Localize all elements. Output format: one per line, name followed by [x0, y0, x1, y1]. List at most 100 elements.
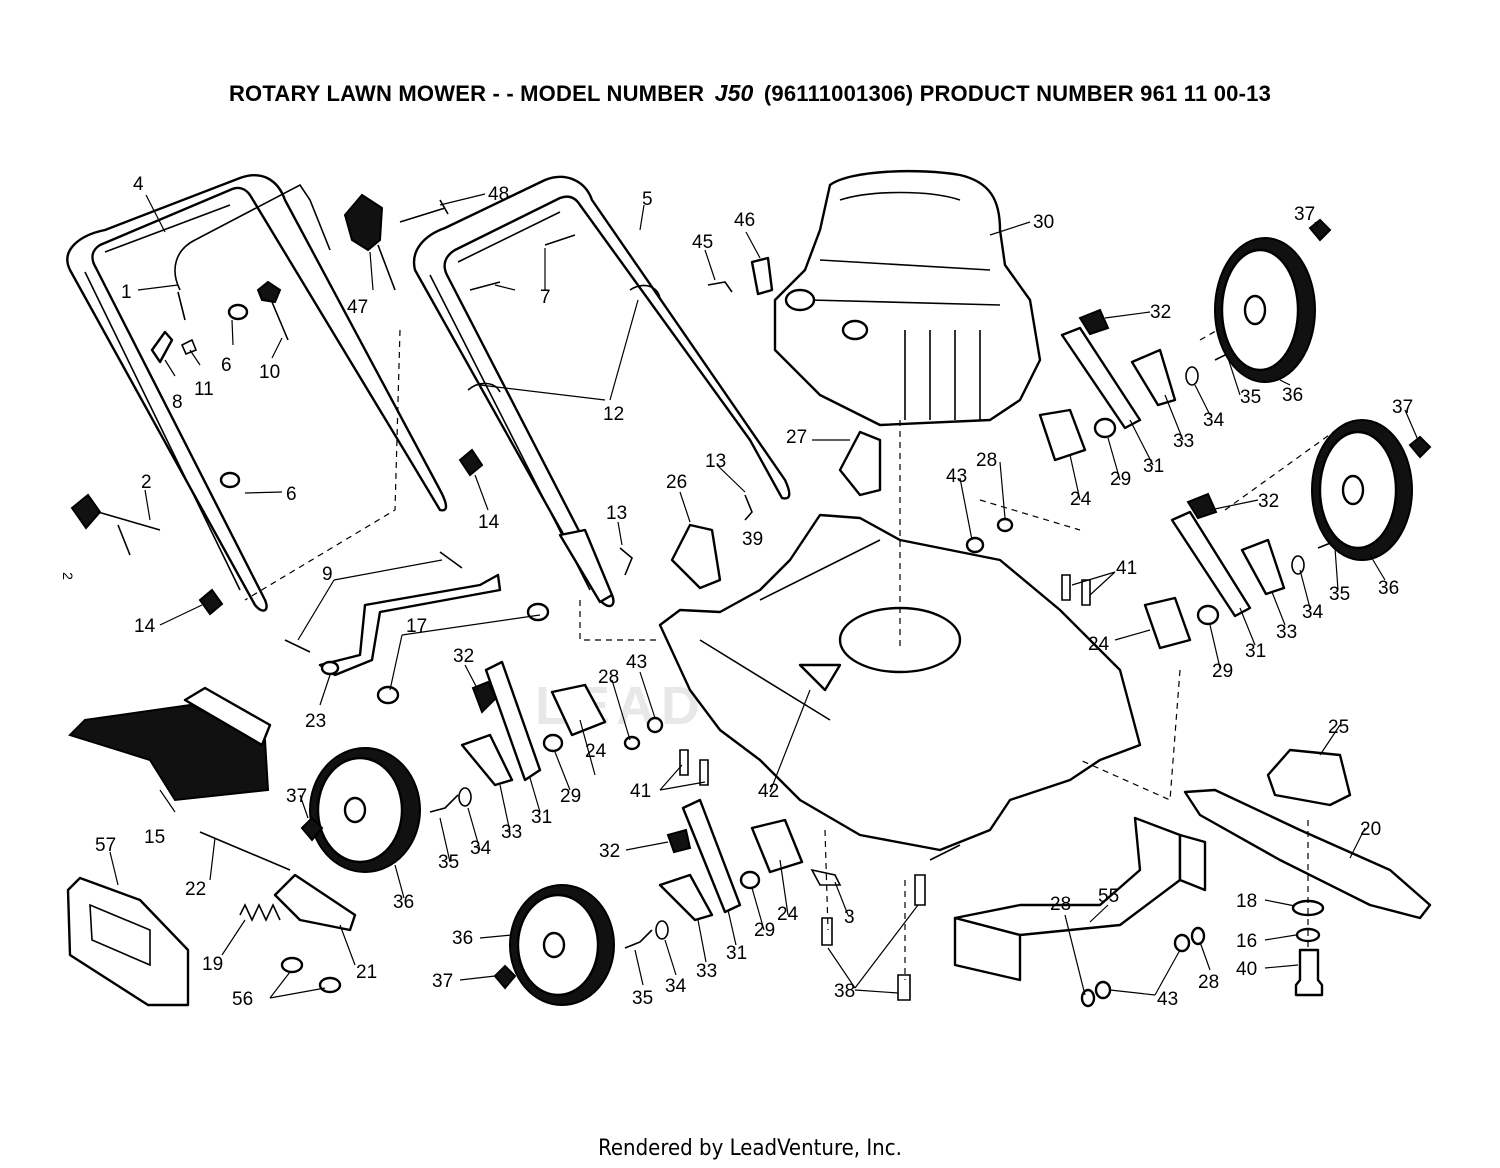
page-mark: 2 [59, 572, 76, 580]
nut-43-d-part [965, 536, 985, 554]
bolt-45-part [707, 281, 733, 293]
wheel-cap-32-d-part [1186, 492, 1218, 520]
cable-part [271, 301, 289, 341]
washer-28-a-part [623, 735, 641, 751]
nut-37-a-part [300, 816, 324, 842]
callout-37-a: 37 [1294, 204, 1315, 225]
callout-8: 8 [172, 392, 183, 413]
nut-43-a-part [646, 716, 664, 734]
height-lever-31-b-part [681, 798, 742, 914]
callout-22: 22 [185, 879, 206, 900]
callout-36-d: 36 [452, 928, 473, 949]
callout-32-a: 32 [1150, 302, 1171, 323]
spring-19-part [239, 903, 281, 922]
callout-30: 30 [1033, 212, 1054, 233]
callout-40: 40 [1236, 959, 1257, 980]
blade-adapter-25-part [1266, 748, 1352, 807]
callout-32-b: 32 [1258, 491, 1279, 512]
assembly-guide-line [244, 299, 1351, 980]
callout-36-b: 36 [1378, 578, 1399, 599]
lower-handle-part [66, 174, 448, 612]
callout-20: 20 [1360, 819, 1381, 840]
callout-34-d: 34 [665, 976, 687, 997]
engine-part [773, 169, 1042, 427]
nut-37-d-part [1408, 435, 1432, 459]
nut-17-upper-part [526, 602, 550, 622]
bolt-38-b-part [914, 874, 926, 906]
callout-17: 17 [406, 616, 427, 637]
callout-13-a: 13 [705, 451, 726, 472]
diagram-title: ROTARY LAWN MOWER - - MODEL NUMBER J50 (… [0, 80, 1500, 107]
cable-clip-part [256, 280, 282, 304]
callout-19: 19 [202, 954, 223, 975]
callout-34-a: 34 [1203, 410, 1225, 431]
footer-credit: Rendered by LeadVenture, Inc. [598, 1136, 902, 1161]
nut-6-upper-part [227, 303, 249, 321]
nut-43-b-part [1094, 980, 1112, 1000]
bolt-48-part [399, 199, 449, 223]
washer-23-part [320, 660, 340, 676]
nut-43-c-part [1173, 933, 1191, 953]
bolt-35-a-part [429, 794, 459, 813]
callout-21: 21 [356, 962, 377, 983]
callout-27: 27 [786, 427, 807, 448]
callout-31-c: 31 [531, 807, 552, 828]
callout-28-d: 28 [1198, 972, 1219, 993]
rear-axle-rod-part [318, 573, 502, 677]
callout-6-b: 6 [286, 484, 297, 505]
callout-26: 26 [666, 472, 687, 493]
callout-36-c: 36 [393, 892, 414, 913]
bolt-41-a-part [679, 749, 709, 786]
washer-34-b-part [655, 920, 669, 940]
callout-41-b: 41 [630, 781, 651, 802]
callout-4: 4 [133, 174, 144, 195]
washer-29-c-part [1093, 417, 1117, 439]
bracket-46-part [750, 256, 774, 296]
handle-knob-14-right-part [458, 448, 484, 477]
callout-37-d: 37 [432, 971, 453, 992]
callout-28-a: 28 [976, 450, 997, 471]
callout-47: 47 [347, 297, 368, 318]
callout-42: 42 [758, 781, 779, 802]
callout-35-b: 35 [1329, 584, 1350, 605]
callout-23: 23 [305, 711, 326, 732]
callout-31-a: 31 [1143, 456, 1164, 477]
model-number: J50 [714, 80, 754, 106]
callout-24-b: 24 [1088, 634, 1110, 655]
handle-knob-2-part [70, 493, 102, 530]
adjuster-plate-24-a-part [550, 683, 607, 737]
callout-37-b: 37 [1392, 397, 1413, 418]
callout-48: 48 [488, 184, 509, 205]
callout-24-a: 24 [1070, 489, 1092, 510]
callout-31-b: 31 [1245, 641, 1266, 662]
callout-31-d: 31 [726, 943, 747, 964]
leader-lines [109, 193, 1419, 999]
callout-32-c: 32 [453, 646, 474, 667]
washer-28-d-part [996, 517, 1014, 533]
callout-14-a: 14 [478, 512, 500, 533]
bolt-35-b-part [624, 929, 653, 949]
callout-46: 46 [734, 210, 755, 231]
callout-33-b: 33 [1276, 622, 1297, 643]
washer-28-c-part [1190, 926, 1206, 946]
bolt-9-part [284, 551, 463, 653]
washer-34-c-part [1185, 366, 1199, 386]
callout-35-a: 35 [1240, 387, 1261, 408]
callout-15: 15 [144, 827, 165, 848]
callout-18: 18 [1236, 891, 1257, 912]
callout-33-c: 33 [501, 822, 522, 843]
bolt-41-b-part [1061, 574, 1091, 606]
bracket-27-part [838, 430, 882, 497]
bracket-26-part [670, 523, 722, 590]
callout-38: 38 [834, 981, 855, 1002]
callout-5: 5 [642, 189, 653, 210]
callout-41-a: 41 [1116, 558, 1137, 579]
callout-24-d: 24 [777, 904, 799, 925]
callout-28-c: 28 [1050, 894, 1071, 915]
washer-29-d-part [1196, 604, 1220, 626]
nut-56-lower-part [318, 976, 342, 994]
washer-29-a-part [542, 733, 564, 753]
callout-39: 39 [742, 529, 763, 550]
cable-tie-part [467, 284, 661, 393]
